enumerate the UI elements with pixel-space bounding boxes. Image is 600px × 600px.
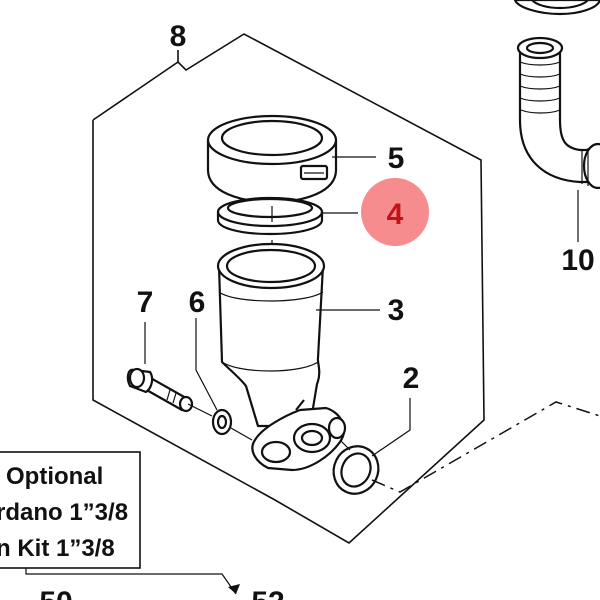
- callout-8: 8: [170, 20, 187, 53]
- kit-box-line-2: rdano 1”3/8: [0, 499, 128, 526]
- optional-kit-box: [0, 451, 141, 569]
- callout-4: 4: [387, 198, 404, 231]
- part-7-bolt: [126, 367, 194, 413]
- callout-52: 52: [251, 586, 284, 600]
- hose-elbow: [516, 36, 600, 190]
- callout-2: 2: [403, 362, 420, 395]
- kit-boundary-line: [92, 33, 485, 544]
- callout-6: 6: [189, 286, 206, 319]
- part-3-bowl: [216, 242, 326, 428]
- callout-3: 3: [388, 294, 405, 327]
- part-6-washer: [211, 408, 233, 436]
- partial-fitting-top-right: [513, 0, 600, 16]
- callout-10: 10: [561, 244, 594, 277]
- part-4-seal-ring: [216, 196, 324, 236]
- highlight-circle: [361, 178, 429, 246]
- callout-50: 50: [39, 586, 72, 600]
- callout-5: 5: [388, 142, 405, 175]
- callout-7: 7: [137, 286, 154, 319]
- part-5-cap: [206, 114, 338, 204]
- banjo-fitting: [251, 399, 347, 472]
- kit-box-line-3: n Kit 1”3/8: [0, 535, 115, 562]
- kit-box-line-1: Optional: [6, 463, 103, 490]
- part-2-o-ring: [332, 445, 380, 495]
